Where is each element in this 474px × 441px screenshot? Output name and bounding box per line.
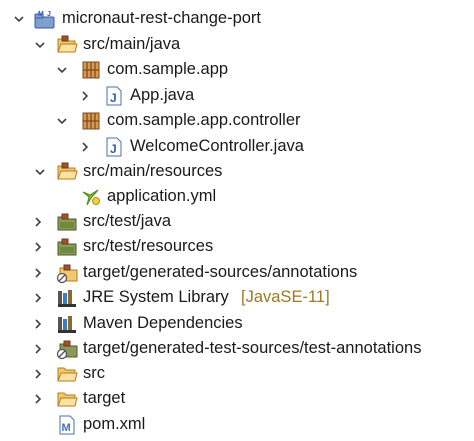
- tree-item-java-file[interactable]: J App.java: [0, 83, 474, 108]
- tree-item-source-folder[interactable]: src/main/resources: [0, 159, 474, 184]
- maven-file-icon: M: [56, 414, 78, 436]
- chevron-right-icon[interactable]: [31, 266, 45, 280]
- tree-item-maven-file[interactable]: M pom.xml: [0, 412, 474, 437]
- tree-item-source-folder[interactable]: src/main/java: [0, 32, 474, 57]
- chevron-down-icon[interactable]: [33, 38, 47, 52]
- project-icon: M J: [34, 8, 56, 30]
- svg-text:M: M: [38, 11, 44, 18]
- library-icon: [56, 287, 78, 309]
- tree-item-folder[interactable]: src: [0, 361, 474, 386]
- tree-item-test-source-folder[interactable]: src/test/resources: [0, 234, 474, 259]
- chevron-right-icon[interactable]: [78, 89, 92, 103]
- generated-source-folder-icon: [56, 262, 78, 284]
- java-file-icon: J: [103, 136, 125, 158]
- tree-item-label: pom.xml: [83, 415, 146, 433]
- tree-item-generated-source-folder[interactable]: target/generated-test-sources/test-annot…: [0, 336, 474, 361]
- tree-item-label: src: [83, 364, 105, 382]
- chevron-right-icon[interactable]: [31, 392, 45, 406]
- tree-item-label: Maven Dependencies: [83, 314, 243, 332]
- tree-item-label: src/main/java: [83, 35, 181, 53]
- chevron-right-icon[interactable]: [31, 215, 45, 229]
- tree-item-yaml-file[interactable]: application.yml: [0, 184, 474, 209]
- library-icon: [56, 313, 78, 335]
- test-source-folder-icon: [56, 211, 78, 233]
- tree-item-project[interactable]: M J micronaut-rest-change-port: [0, 6, 474, 31]
- tree-item-label: application.yml: [107, 187, 217, 205]
- chevron-right-icon[interactable]: [31, 240, 45, 254]
- tree-item-label: JRE System Library: [83, 288, 229, 306]
- svg-text:J: J: [110, 91, 117, 105]
- tree-item-decoration: [JavaSE-11]: [241, 288, 330, 306]
- chevron-right-icon[interactable]: [31, 291, 45, 305]
- chevron-down-icon[interactable]: [12, 12, 26, 26]
- tree-item-label: target/generated-test-sources/test-annot…: [83, 339, 422, 357]
- tree-item-label: com.sample.app: [107, 60, 229, 78]
- tree-item-label: target: [83, 389, 126, 407]
- folder-icon: [56, 388, 78, 410]
- tree-item-label: src/test/resources: [83, 237, 214, 255]
- generated-source-folder-icon: [56, 338, 78, 360]
- source-folder-icon: [56, 34, 78, 56]
- svg-text:M: M: [62, 422, 71, 434]
- chevron-right-icon[interactable]: [31, 317, 45, 331]
- chevron-down-icon[interactable]: [55, 63, 69, 77]
- tree-item-label: com.sample.app.controller: [107, 111, 301, 129]
- chevron-right-icon[interactable]: [78, 140, 92, 154]
- tree-item-folder[interactable]: target: [0, 386, 474, 411]
- tree-item-label: src/main/resources: [83, 162, 223, 180]
- tree-item-package[interactable]: com.sample.app.controller: [0, 108, 474, 133]
- yaml-file-icon: [80, 186, 102, 208]
- test-source-folder-icon: [56, 236, 78, 258]
- tree-item-label: micronaut-rest-change-port: [62, 9, 261, 27]
- tree-item-label: WelcomeController.java: [130, 137, 304, 155]
- chevron-down-icon[interactable]: [33, 165, 47, 179]
- tree-item-label: App.java: [130, 86, 195, 104]
- chevron-right-icon[interactable]: [31, 367, 45, 381]
- tree-item-generated-source-folder[interactable]: target/generated-sources/annotations: [0, 260, 474, 285]
- tree-item-library[interactable]: JRE System Library [JavaSE-11]: [0, 285, 474, 310]
- package-icon: [80, 110, 102, 132]
- folder-icon: [56, 363, 78, 385]
- source-folder-icon: [56, 161, 78, 183]
- tree-item-test-source-folder[interactable]: src/test/java: [0, 209, 474, 234]
- tree-item-label: target/generated-sources/annotations: [83, 263, 358, 281]
- tree-item-package[interactable]: com.sample.app: [0, 57, 474, 82]
- svg-text:J: J: [110, 142, 117, 156]
- svg-text:J: J: [47, 11, 51, 18]
- chevron-down-icon[interactable]: [55, 114, 69, 128]
- java-file-icon: J: [103, 85, 125, 107]
- package-icon: [80, 59, 102, 81]
- tree-item-java-file[interactable]: J WelcomeController.java: [0, 134, 474, 159]
- chevron-right-icon[interactable]: [31, 342, 45, 356]
- tree-item-label: src/test/java: [83, 212, 172, 230]
- tree-item-library[interactable]: Maven Dependencies: [0, 311, 474, 336]
